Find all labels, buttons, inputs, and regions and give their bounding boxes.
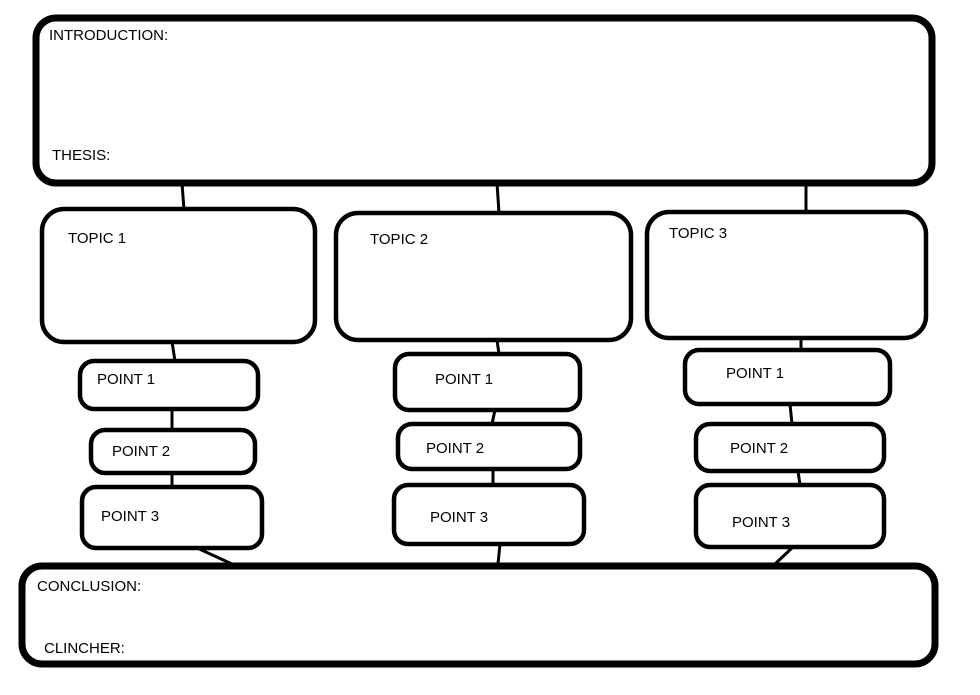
introduction-frame	[32, 14, 936, 187]
topic-2-point-2-box	[395, 421, 583, 472]
conclusion-label: CONCLUSION:	[37, 578, 141, 595]
topic-1-point-1-box	[77, 358, 261, 412]
conclusion-frame	[18, 562, 939, 668]
topic-2-group: TOPIC 2 POINT 1 POINT 2 POINT 3	[333, 210, 634, 547]
topic-2-point-3-box	[391, 482, 587, 547]
connector-topic-3-point-3	[796, 470, 802, 486]
topic-1-group: TOPIC 1 POINT 1 POINT 2 POINT 3	[39, 206, 318, 551]
topic-3-group: TOPIC 3 POINT 1 POINT 2 POINT 3	[644, 209, 929, 550]
connector-topic-3-point-2	[788, 403, 794, 425]
topic-1-point-2-box	[88, 427, 258, 476]
topic-2-box	[333, 210, 634, 343]
connector-topic-1-point-1	[170, 341, 177, 362]
connector-topic-3-conclusion	[773, 545, 795, 566]
topic-3-box	[644, 209, 929, 341]
topic-2-point-1-box	[392, 351, 583, 413]
conclusion-box: CONCLUSION: CLINCHER:	[18, 562, 939, 668]
introduction-box: INTRODUCTION: THESIS:	[32, 14, 936, 187]
topic-2-point-2-label: POINT 2	[426, 440, 484, 457]
connector-intro-topic-1	[180, 182, 186, 211]
topic-3-label: TOPIC 3	[669, 225, 727, 242]
topic-2-point-1-label: POINT 1	[435, 371, 493, 388]
topic-2-label: TOPIC 2	[370, 231, 428, 248]
topic-3-point-1-label: POINT 1	[726, 365, 784, 382]
clincher-label: CLINCHER:	[44, 640, 125, 657]
topic-1-box	[39, 206, 318, 345]
introduction-label: INTRODUCTION:	[49, 27, 168, 44]
topic-2-point-3-label: POINT 3	[430, 509, 488, 526]
connector-intro-topic-2	[495, 182, 501, 214]
connector-topic-2-point-2	[490, 409, 497, 425]
topic-1-point-1-label: POINT 1	[97, 371, 155, 388]
topic-3-point-1-box	[682, 347, 893, 407]
connector-topic-2-conclusion	[496, 543, 502, 565]
topic-3-point-2-label: POINT 2	[730, 440, 788, 457]
topic-3-point-3-box	[693, 482, 887, 550]
thesis-label: THESIS:	[52, 147, 110, 164]
topic-3-point-3-label: POINT 3	[732, 514, 790, 531]
topic-1-point-2-label: POINT 2	[112, 443, 170, 460]
connector-topic-2-point-1	[495, 339, 501, 355]
topic-1-point-3-box	[79, 484, 265, 551]
topic-3-point-2-box	[693, 421, 887, 474]
topic-1-point-3-label: POINT 3	[101, 508, 159, 525]
topic-1-label: TOPIC 1	[68, 230, 126, 247]
